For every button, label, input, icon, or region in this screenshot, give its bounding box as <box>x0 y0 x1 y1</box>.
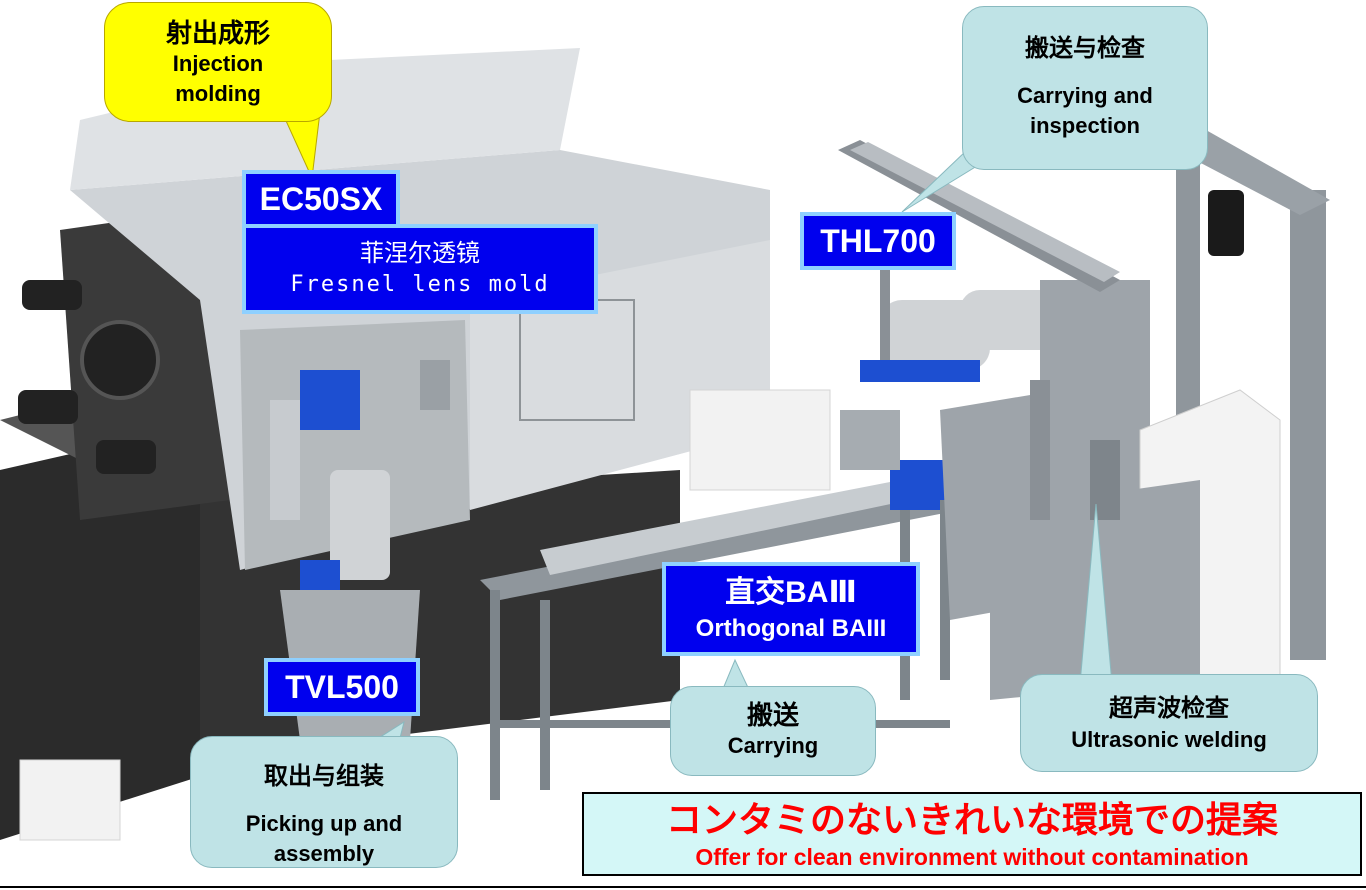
picking-zh: 取出与组装 <box>264 763 384 790</box>
carry-inspect-zh: 搬送与检查 <box>1025 35 1145 62</box>
picking-en-line2: assembly <box>273 841 375 866</box>
carry-inspect-en-line1: Carrying and <box>1017 83 1153 108</box>
carrying-en: Carrying <box>727 733 819 758</box>
inspection-gantry <box>1176 130 1330 660</box>
carrying-inspection-callout: 搬送与检查 Carrying and inspection <box>962 6 1208 170</box>
carrying-zh: 搬送 <box>746 700 799 730</box>
ultrasonic-en: Ultrasonic welding <box>1071 727 1267 752</box>
injection-zh: 射出成形 <box>165 18 270 48</box>
fresnel-lens-label: 菲涅尔透镜 Fresnel lens mold <box>242 224 598 314</box>
ultrasonic-zh: 超声波检查 <box>1109 695 1229 722</box>
injection-en-line2: molding <box>175 81 261 106</box>
fresnel-zh: 菲涅尔透镜 <box>360 240 480 267</box>
orthogonal-en: Orthogonal BAIII <box>695 615 887 642</box>
side-panel <box>689 389 831 491</box>
injection-molding-callout: 射出成形 Injection molding <box>104 2 332 122</box>
tvl500-label: TVL500 <box>264 658 420 716</box>
injection-en-line1: Injection <box>172 51 264 76</box>
picking-en-line1: Picking up and <box>245 811 403 836</box>
orthogonal-ba3-label: 直交BAⅢ Orthogonal BAIII <box>662 562 920 656</box>
ec50sx-label: EC50SX <box>242 170 400 228</box>
fresnel-en: Fresnel lens mold <box>290 272 550 297</box>
carry-inspect-en-line2: inspection <box>1029 113 1140 138</box>
thl700-label: THL700 <box>800 212 956 270</box>
carrying-callout: 搬送 Carrying <box>670 686 876 776</box>
picking-assembly-callout: 取出与组装 Picking up and assembly <box>190 736 458 868</box>
clean-environment-offer: コンタミのないきれいな環境での提案 Offer for clean enviro… <box>582 792 1362 876</box>
orthogonal-zh: 直交BAⅢ <box>725 576 857 609</box>
offer-en: Offer for clean environment without cont… <box>695 844 1249 870</box>
ultrasonic-callout: 超声波检查 Ultrasonic welding <box>1020 674 1318 772</box>
front-panel <box>19 759 121 841</box>
offer-jp: コンタミのないきれいな環境での提案 <box>665 800 1278 841</box>
bottom-divider <box>0 886 1366 888</box>
overhead-conveyor <box>838 140 1120 292</box>
